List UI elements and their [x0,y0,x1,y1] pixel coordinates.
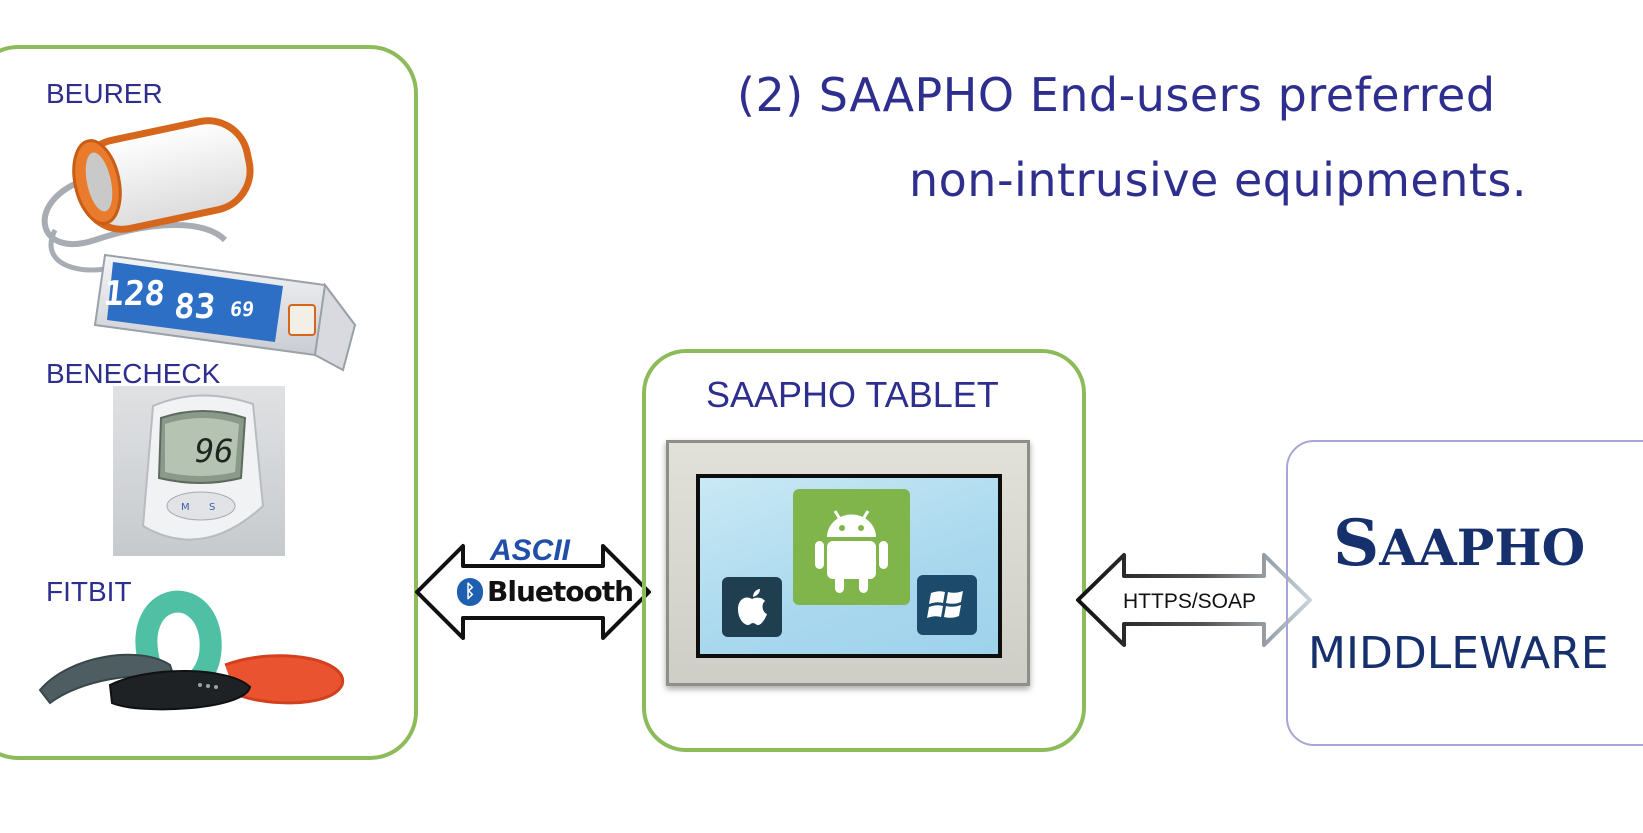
device-label-benecheck: BENECHECK [46,358,221,389]
apple-icon [722,577,782,637]
headline-line-1: (2) SAAPHO End-users preferred [737,68,1496,122]
middleware-label: MIDDLEWARE [1308,628,1609,679]
android-icon [793,489,910,605]
middleware-brand-text: SAAPHO [1333,506,1586,581]
svg-text:S: S [209,502,215,513]
benecheck-value: 96 [195,432,234,470]
beurer-sys-value: 128 [102,274,168,314]
fitbit-bands-image [38,590,344,711]
devices-panel [0,45,418,760]
tablet-title: SAAPHO TABLET [706,374,999,415]
protocol-bluetooth-label: Bluetooth [487,575,634,608]
beurer-pulse-value: 69 [229,297,256,321]
windows-icon [917,575,977,635]
middleware-box [1286,440,1643,746]
beurer-monitor-image: 128 83 69 [41,117,357,372]
https-soap-link-arrow [1076,553,1312,647]
protocol-https-soap-label: HTTPS/SOAP [1123,590,1257,613]
beurer-dia-value: 83 [172,287,217,327]
bluetooth-icon: ᛒ [457,577,483,606]
cuff-shape [72,117,254,233]
protocol-ascii-label: ASCII [490,534,571,567]
device-label-fitbit: FITBIT [46,576,132,607]
device-label-beurer: BEURER [46,78,163,109]
svg-text:M: M [181,502,190,513]
benecheck-meter-image: 96 M S [113,386,285,556]
bluetooth-link-arrow [415,544,651,640]
bluetooth-label-group: ᛒ Bluetooth [457,575,634,608]
tablet-panel [642,349,1086,752]
headline-line-2: non-intrusive equipments. [909,153,1528,207]
middleware-brand-title: SAAPHO [1333,506,1585,581]
